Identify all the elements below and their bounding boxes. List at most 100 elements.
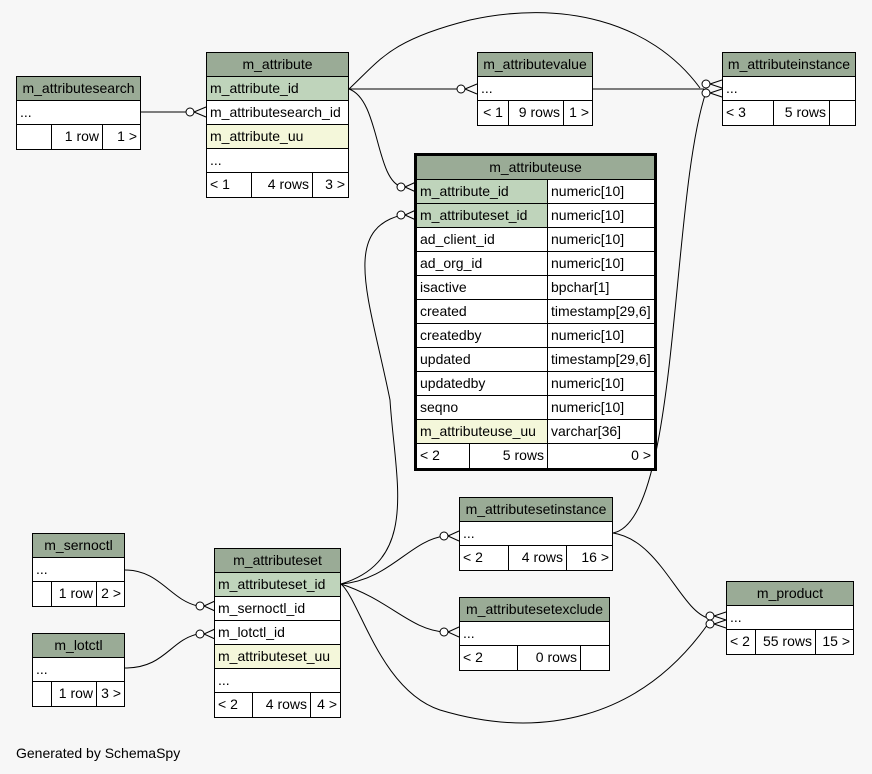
edge-product-attributeset (340, 583, 709, 724)
stat-children: 3 > (96, 682, 124, 706)
edge-marker (396, 210, 406, 220)
edge-marker (195, 629, 205, 639)
column-type: numeric[10] (547, 180, 654, 203)
column-name: isactive (420, 279, 467, 295)
stat-children (829, 101, 855, 125)
column-row: m_lotctl_id (215, 621, 340, 645)
edge-marker (701, 88, 711, 98)
column-name: ... (463, 525, 475, 541)
table-name: m_attributeset (233, 552, 322, 568)
column-name: m_attribute_id (417, 180, 547, 203)
stat-rows: 1 row (51, 125, 102, 149)
column-row: ... (17, 101, 140, 125)
stat-rows: 5 rows (773, 101, 829, 125)
column-name: m_attributeuse_uu (417, 420, 547, 443)
stat-rows: 1 row (51, 682, 96, 706)
column-name: ... (210, 152, 222, 168)
table-name: m_attributeuse (489, 159, 582, 175)
edge-attributeinstance-setinstance (612, 91, 707, 534)
stat-rows: 0 rows (517, 646, 580, 670)
column-row: ... (33, 658, 124, 682)
table-header: m_attributevalue (478, 53, 592, 77)
column-name: created (420, 303, 467, 319)
table-stats: < 2 4 rows 4 > (215, 693, 340, 717)
column-row: ... (460, 622, 609, 646)
table-m-product[interactable]: m_product ... < 2 55 rows 15 > (726, 581, 854, 655)
column-name: m_attribute_uu (210, 128, 304, 144)
edge-product-setinstance (612, 532, 709, 619)
column-type: numeric[10] (547, 372, 654, 395)
table-m-attributevalue[interactable]: m_attributevalue ... < 1 9 rows 1 > (477, 52, 593, 126)
column-name: ... (20, 104, 32, 120)
stat-parents: < 2 (463, 549, 483, 565)
stat-children: 16 > (566, 546, 612, 570)
stat-rows: 1 row (51, 582, 96, 606)
table-stats: < 3 5 rows (723, 101, 855, 125)
column-row: ad_org_id numeric[10] (417, 252, 654, 276)
table-name: m_attributesearch (22, 80, 135, 96)
edge-attributeset-sernoctl (124, 569, 199, 607)
column-row-primary-key: m_attributeset_id (215, 573, 340, 597)
table-header: m_attributesetinstance (460, 498, 612, 522)
stat-parents: < 2 (218, 696, 238, 712)
column-name: m_attributeset_id (218, 576, 326, 592)
stat-parents: < 3 (726, 104, 746, 120)
table-name: m_attributesetexclude (466, 601, 603, 617)
column-row: m_attributeset_id numeric[10] (417, 204, 654, 228)
table-m-sernoctl[interactable]: m_sernoctl ... 1 row 2 > (32, 533, 125, 607)
table-stats: < 2 0 rows (460, 646, 609, 670)
column-row: updatedby numeric[10] (417, 372, 654, 396)
edge-marker (705, 611, 715, 621)
column-row: m_attribute_id numeric[10] (417, 180, 654, 204)
stat-children: 1 > (102, 125, 140, 149)
stat-parents: < 2 (463, 649, 483, 665)
column-row: ... (33, 558, 124, 582)
column-name: updatedby (420, 375, 486, 391)
table-stats: < 2 55 rows 15 > (727, 630, 853, 654)
stat-children: 1 > (563, 101, 592, 125)
column-name: m_attributesearch_id (210, 104, 341, 120)
column-name: ... (36, 661, 48, 677)
stat-parents: < 1 (210, 176, 230, 192)
column-row-primary-key: m_attribute_id (207, 77, 348, 101)
table-m-attributeuse[interactable]: m_attributeuse m_attribute_id numeric[10… (414, 153, 657, 471)
stat-parents: < 1 (483, 104, 503, 120)
stat-children: 4 > (310, 693, 340, 717)
column-name: seqno (420, 399, 459, 415)
column-name: m_attributeset_uu (218, 648, 331, 664)
table-m-attributeinstance[interactable]: m_attributeinstance ... < 3 5 rows (722, 52, 856, 126)
stat-parents: < 2 (730, 633, 750, 649)
column-name: ... (218, 672, 230, 688)
edge-marker (396, 182, 406, 192)
table-stats: 1 row 1 > (17, 125, 140, 149)
stat-parents: < 2 (420, 447, 440, 463)
column-name: ... (463, 625, 475, 641)
table-m-attributesearch[interactable]: m_attributesearch ... 1 row 1 > (16, 76, 141, 150)
edge-attributeset-lotctl (124, 633, 199, 669)
table-name: m_sernoctl (44, 537, 113, 553)
table-header: m_product (727, 582, 853, 606)
column-row: m_sernoctl_id (215, 597, 340, 621)
table-name: m_lotctl (54, 637, 103, 653)
edge-attributeuse-attributeset (340, 214, 403, 585)
column-name: ad_org_id (420, 255, 483, 271)
table-header: m_attributesearch (17, 77, 140, 101)
table-m-attributesetinstance[interactable]: m_attributesetinstance ... < 2 4 rows 16… (459, 497, 613, 571)
table-m-lotctl[interactable]: m_lotctl ... 1 row 3 > (32, 633, 125, 707)
table-header: m_sernoctl (33, 534, 124, 558)
column-name: ... (730, 609, 742, 625)
stat-children (580, 646, 609, 670)
edge-setexclude-attributeset (340, 583, 446, 633)
column-type: numeric[10] (547, 228, 654, 251)
table-m-attributesetexclude[interactable]: m_attributesetexclude ... < 2 0 rows (459, 597, 610, 671)
table-m-attribute[interactable]: m_attribute m_attribute_id m_attributese… (206, 52, 349, 198)
column-name: m_attributeset_id (417, 204, 547, 227)
table-m-attributeset[interactable]: m_attributeset m_attributeset_id m_serno… (214, 548, 341, 718)
column-row: ... (723, 77, 855, 101)
table-name: m_attribute (242, 56, 313, 72)
column-row: m_attributesearch_id (207, 101, 348, 125)
column-name: m_lotctl_id (218, 624, 285, 640)
edge-attributeuse-attribute (348, 88, 403, 188)
column-row-unique: m_attribute_uu (207, 125, 348, 149)
stat-children: 15 > (815, 630, 853, 654)
